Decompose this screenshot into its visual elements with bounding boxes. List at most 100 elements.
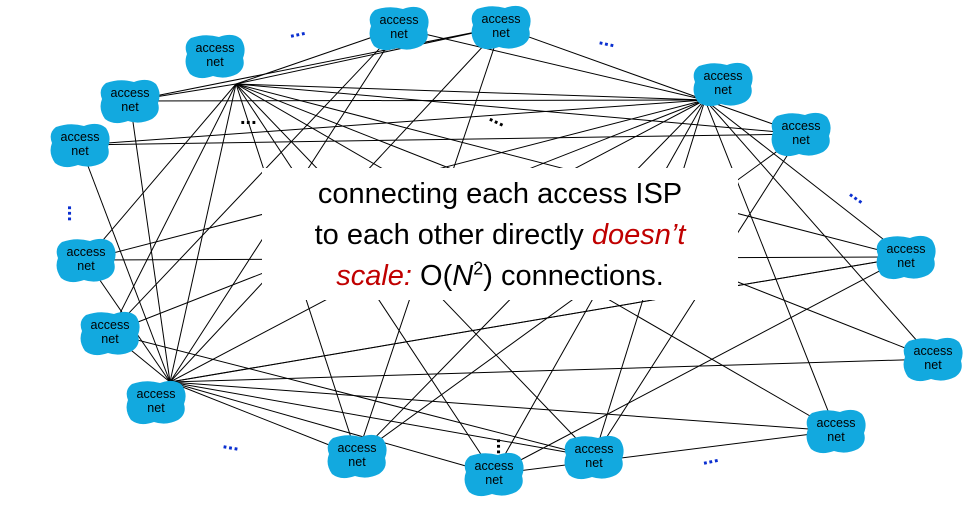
access-net-nodes: accessnetaccessnetaccessnetaccessnetacce… xyxy=(50,5,963,497)
cloud-icon xyxy=(471,5,531,50)
node-label-line2: net xyxy=(792,133,810,147)
cloud-icon xyxy=(771,112,831,157)
cloud-icon xyxy=(876,235,936,280)
node-label-line2: net xyxy=(206,55,224,69)
node-label-line1: access xyxy=(482,12,521,26)
caption-exponent: 2 xyxy=(473,258,484,279)
connection-line xyxy=(235,26,502,85)
node-label-line2: net xyxy=(147,401,165,415)
ellipsis-marker: ... xyxy=(63,205,85,222)
connection-line xyxy=(169,381,495,475)
connection-line xyxy=(79,144,171,383)
connection-line xyxy=(169,381,595,458)
node-label-line1: access xyxy=(137,387,176,401)
cloud-icon xyxy=(185,34,245,79)
node-label-line1: access xyxy=(67,245,106,259)
connection-line xyxy=(398,27,706,101)
node-label-line2: net xyxy=(714,83,732,97)
cloud-icon xyxy=(327,434,387,479)
ellipsis-marker: ... xyxy=(286,18,307,43)
cloud-icon xyxy=(80,311,140,356)
caption-line-1: connecting each access ISP xyxy=(317,178,683,210)
cloud-icon xyxy=(564,435,624,480)
node-label-line1: access xyxy=(61,130,100,144)
ellipsis-marker: ... xyxy=(486,105,510,132)
node-label-line2: net xyxy=(492,26,510,40)
connection-line xyxy=(704,99,837,432)
node-label-line2: net xyxy=(77,259,95,273)
node-label-line1: access xyxy=(782,119,821,133)
node-label-line1: access xyxy=(380,13,419,27)
ellipsis-marker: ... xyxy=(492,438,514,455)
connection-line xyxy=(169,381,358,457)
connection-line xyxy=(129,99,706,102)
ellipsis-marker: ... xyxy=(597,27,618,52)
node-label-line2: net xyxy=(897,256,915,270)
node-label-line2: net xyxy=(585,456,603,470)
connection-line xyxy=(235,83,706,101)
node-label-line1: access xyxy=(817,416,856,430)
cloud-icon xyxy=(50,123,110,168)
node-label-line1: access xyxy=(475,459,514,473)
caption-emphasis-scale: scale: xyxy=(336,260,412,292)
connection-line xyxy=(169,83,237,383)
node-label-line2: net xyxy=(924,358,942,372)
cloud-icon xyxy=(806,409,866,454)
node-label-line2: net xyxy=(71,144,89,158)
ellipsis-markers: ........................... xyxy=(63,18,871,470)
ellipsis-marker: ... xyxy=(699,445,720,470)
connection-line xyxy=(500,26,706,101)
caption-on-open: O( xyxy=(411,260,453,292)
node-label-line1: access xyxy=(196,41,235,55)
node-label-line1: access xyxy=(887,242,926,256)
node-label-line2: net xyxy=(485,473,503,487)
node-label-line2: net xyxy=(348,455,366,469)
node-label-line1: access xyxy=(704,69,743,83)
caption-n-variable: N xyxy=(452,260,474,292)
caption-line-2-text: to each other directly xyxy=(314,219,592,251)
connection-line xyxy=(79,99,706,146)
connection-line xyxy=(493,430,837,475)
caption-line-3: scale: O(N2) connections. xyxy=(262,256,738,297)
connection-line xyxy=(109,27,400,334)
caption-line-2: to each other directly doesn’t xyxy=(262,215,738,256)
ellipsis-marker: ... xyxy=(221,431,241,456)
cloud-icon xyxy=(369,6,429,51)
connection-line xyxy=(85,83,237,261)
connection-line xyxy=(235,83,802,135)
cloud-icon xyxy=(56,238,116,283)
cloud-icon xyxy=(693,62,753,107)
cloud-icon xyxy=(903,337,963,382)
connection-line xyxy=(169,256,907,383)
cloud-icon xyxy=(126,380,186,425)
node-label-line1: access xyxy=(91,318,130,332)
cloud-icon xyxy=(464,452,524,497)
connection-line xyxy=(169,358,934,383)
node-label-line2: net xyxy=(827,430,845,444)
node-label-line1: access xyxy=(914,344,953,358)
connection-line xyxy=(109,83,237,334)
cloud-icon xyxy=(100,79,160,124)
connection-line xyxy=(704,99,934,360)
caption-emphasis-doesnt: doesn’t xyxy=(591,219,686,251)
connection-line xyxy=(79,133,802,146)
connection-line xyxy=(109,332,595,458)
node-label-line1: access xyxy=(575,442,614,456)
node-label-line1: access xyxy=(111,86,150,100)
caption-box: connecting each access ISP to each other… xyxy=(262,168,738,300)
